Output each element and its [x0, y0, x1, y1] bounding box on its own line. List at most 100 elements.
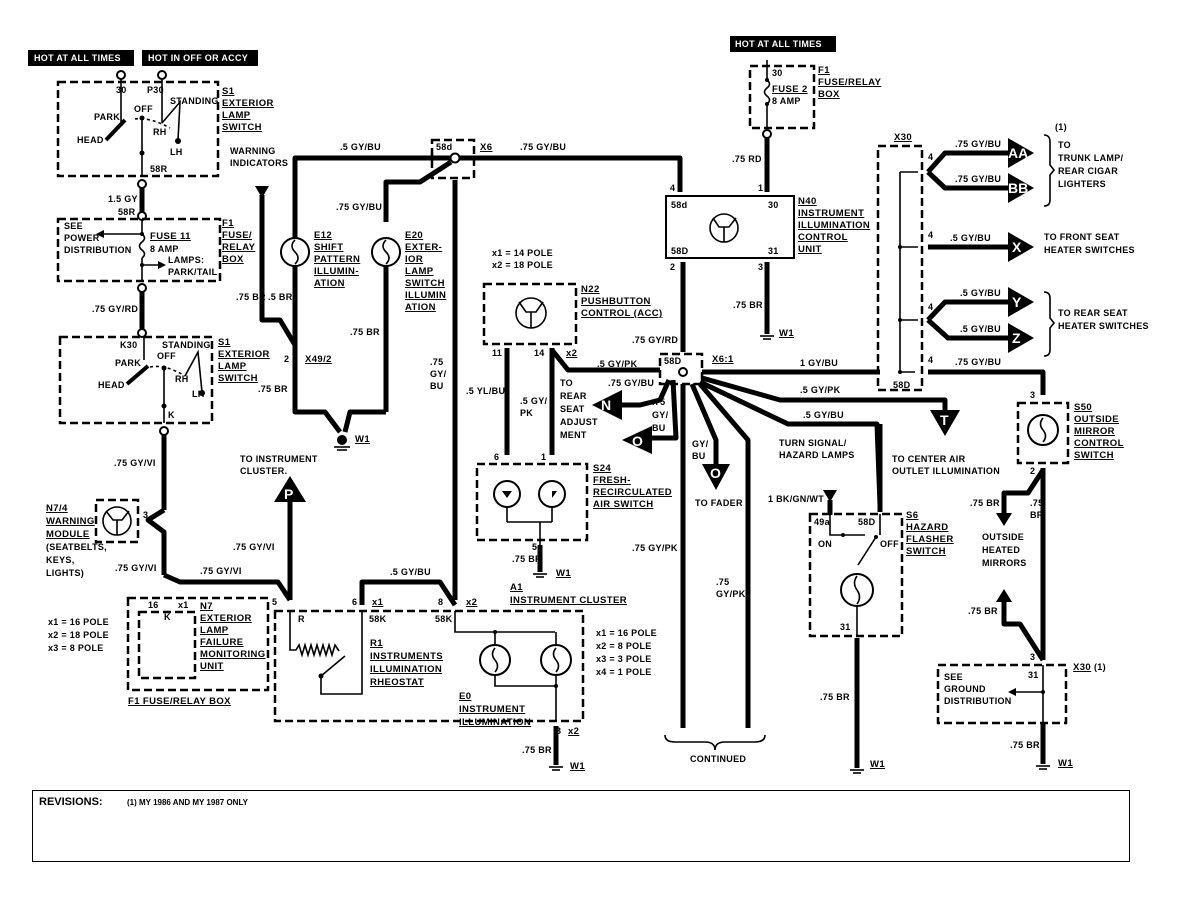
rear-seat-adjust-label: MENT — [560, 430, 587, 440]
wire-label: .75 GY/VI — [200, 566, 242, 576]
f1-fuse-relay-box-left: SEE POWER DISTRIBUTION FUSE 11 8 AMP LAM… — [56, 217, 255, 283]
svg-text:ILLUMINATION: ILLUMINATION — [370, 664, 442, 675]
svg-text:58R: 58R — [150, 164, 168, 174]
to-center-air-label-2: OUTLET ILLUMINATION — [892, 466, 1000, 476]
svg-text:S1: S1 — [222, 86, 235, 97]
trunk-lamp-label: TRUNK LAMP/ — [1058, 153, 1123, 163]
svg-text:8 AMP: 8 AMP — [772, 96, 801, 106]
rear-seat-adjust-label: ADJUST — [560, 417, 598, 427]
connector-flag-t: T — [930, 410, 960, 436]
svg-text:(1): (1) — [1094, 662, 1106, 672]
svg-text:EXTERIOR: EXTERIOR — [200, 613, 252, 624]
n7-exterior-lamp-failure-monitoring-unit: 16 x1 K N7 EXTERIOR LAMP FAILURE MONITOR… — [48, 596, 270, 707]
svg-text:S1: S1 — [218, 337, 231, 348]
s24-fresh-recirculated-air-switch: 6 1 5 S24 FRESH- RECIRCULATED AIR SWITCH — [475, 452, 672, 552]
svg-text:4: 4 — [928, 152, 933, 162]
svg-text:Z: Z — [1012, 330, 1021, 346]
wire-label: .75 GY/RD — [632, 335, 678, 345]
svg-text:GROUND: GROUND — [944, 684, 986, 694]
svg-text:x1 = 16 POLE: x1 = 16 POLE — [48, 617, 109, 627]
svg-text:SWITCH: SWITCH — [222, 122, 262, 133]
svg-text:4: 4 — [928, 355, 933, 365]
svg-text:A1: A1 — [510, 582, 523, 593]
svg-text:3: 3 — [1030, 390, 1035, 400]
svg-text:x2: x2 — [466, 597, 477, 608]
wire-label: .5 GY/BU — [390, 567, 431, 577]
to-center-air-label: TO CENTER AIR — [892, 454, 966, 464]
wire-label: GY/ — [430, 369, 447, 379]
wire-label: PK — [520, 408, 533, 418]
svg-text:EXTERIOR: EXTERIOR — [218, 349, 270, 360]
svg-text:HEAD: HEAD — [77, 135, 104, 145]
wire-label: .75 GY/VI — [115, 563, 157, 573]
wire-label: .75 GY/RD — [92, 304, 138, 314]
wire-label: .75 RD — [732, 154, 762, 164]
wire-label: .75 GY/BU — [336, 202, 382, 212]
svg-text:(SEATBELTS,: (SEATBELTS, — [46, 542, 107, 552]
svg-text:2: 2 — [1030, 466, 1035, 476]
svg-text:E0: E0 — [459, 691, 471, 702]
svg-text:INSTRUMENT CLUSTER: INSTRUMENT CLUSTER — [510, 595, 627, 606]
wire-label: .5 GY/BU — [803, 410, 844, 420]
svg-text:K: K — [164, 612, 171, 622]
svg-text:HOT AT ALL TIMES: HOT AT ALL TIMES — [735, 39, 822, 49]
svg-text:RECIRCULATED: RECIRCULATED — [593, 487, 672, 498]
wire-label: BU — [430, 381, 444, 391]
svg-text:FUSE/RELAY: FUSE/RELAY — [818, 77, 882, 88]
rear-seat-adjust-label: REAR — [560, 391, 587, 401]
svg-text:CONTROL: CONTROL — [798, 232, 848, 243]
svg-text:FLASHER: FLASHER — [906, 534, 954, 545]
rear-seat-adjust-label: TO — [560, 378, 573, 388]
wire-label: BR — [1030, 510, 1044, 520]
svg-text:OFF: OFF — [880, 539, 899, 549]
svg-text:FUSE 2: FUSE 2 — [772, 84, 808, 95]
wire-label: .75 BR — [820, 692, 850, 702]
svg-text:x1: x1 — [178, 600, 189, 610]
trunk-lamp-label: REAR CIGAR — [1058, 166, 1118, 176]
a1-instrument-cluster: A1 INSTRUMENT CLUSTER 5 6 x1 8 x2 R 58K … — [272, 582, 657, 737]
svg-text:3: 3 — [1030, 652, 1035, 662]
s1-exterior-lamp-switch-bottom: K30 STANDING PARK OFF RH LH HEAD K S1 EX… — [58, 335, 270, 425]
svg-text:FAILURE: FAILURE — [200, 637, 243, 648]
svg-text:P30: P30 — [147, 85, 164, 95]
connector-flag-x: X — [1008, 232, 1034, 262]
ground-symbol: W1 — [533, 568, 571, 579]
x30-connector: X30 58D 4 4 4 4 — [876, 132, 933, 392]
hot-in-off-or-accy-label: HOT IN OFF OR ACCY — [142, 50, 258, 66]
svg-text:N7/4: N7/4 — [46, 503, 68, 514]
x6-connector: 58d X6 — [430, 138, 492, 180]
wire-label: .75 — [1030, 498, 1043, 508]
to-instrument-cluster-label: TO INSTRUMENT — [240, 454, 318, 464]
svg-text:N7: N7 — [200, 601, 213, 612]
turn-signal-label: TURN SIGNAL/ — [779, 438, 847, 448]
svg-text:x2: x2 — [566, 348, 577, 359]
wire-label: 1.5 GY — [108, 194, 138, 204]
svg-text:PATTERN: PATTERN — [314, 254, 360, 265]
wire-label: .75 BR — [258, 384, 288, 394]
svg-text:x1 = 16 POLE: x1 = 16 POLE — [596, 628, 657, 638]
trunk-lamp-label: TO — [1058, 140, 1071, 150]
ground-symbol: W1 — [760, 328, 794, 340]
svg-text:ILLUMIN-: ILLUMIN- — [314, 266, 359, 277]
s50-outside-mirror-control-switch: 3 2 S50 OUTSIDE MIRROR CONTROL SWITCH — [1016, 390, 1123, 476]
wire-label: .5 GY/PK — [597, 359, 638, 369]
wire-label: BU — [652, 423, 666, 433]
e0-instrument-illumination: E0 INSTRUMENT ILLUMINATION — [459, 691, 531, 728]
svg-text:11: 11 — [492, 348, 502, 358]
svg-text:x2 = 18 POLE: x2 = 18 POLE — [492, 260, 553, 270]
svg-text:30: 30 — [768, 200, 779, 210]
svg-text:LIGHTS): LIGHTS) — [46, 568, 84, 578]
wire-label: .75 GY/BU — [520, 142, 566, 152]
svg-text:AIR SWITCH: AIR SWITCH — [593, 499, 653, 510]
svg-text:X30: X30 — [1073, 662, 1091, 673]
svg-text:58D: 58D — [893, 380, 911, 390]
wire-label: .5 GY/BU — [960, 288, 1001, 298]
connector-flag-n: N — [592, 390, 622, 420]
connector-flag-bb: BB — [1008, 173, 1034, 203]
s6-hazard-flasher-switch: 49a 58D ON OFF 31 S6 HAZARD FLASHER SWIT… — [808, 510, 954, 638]
svg-text:UNIT: UNIT — [200, 661, 224, 672]
svg-text:MONITORING: MONITORING — [200, 649, 266, 660]
to-fader-label: TO FADER — [695, 498, 743, 508]
svg-text:31: 31 — [768, 246, 779, 256]
svg-text:49a: 49a — [814, 517, 831, 527]
